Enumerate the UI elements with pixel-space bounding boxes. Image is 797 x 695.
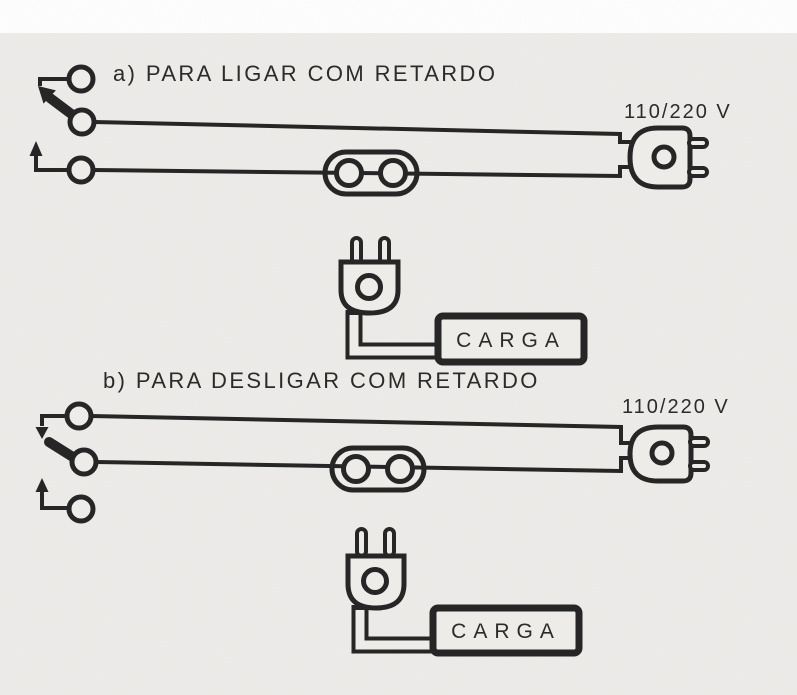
mains-plug-a: 110/220 V [624,101,732,190]
mains-plug-b-prong-bottom [688,460,710,472]
switch-a-up-arrow-icon [29,141,43,156]
section-a: a) PARA LIGAR COM RETARDO 110/220 V [29,61,732,366]
mains-plug-b-prong-top [688,436,710,448]
section-b: b) PARA DESLIGAR COM RETARDO 110/220 V [35,368,730,657]
mains-plug-b-screw [649,440,675,466]
switch-a-terminal-middle [67,107,97,137]
switch-a-terminal-bottom [66,155,96,185]
load-label-a: CARGA [456,329,566,352]
section-a-title: a) PARA LIGAR COM RETARDO [113,61,497,86]
switch-b-terminal-middle [69,447,99,477]
switch-b-spring-wire [40,490,69,510]
load-plug-a-screw [355,273,383,301]
mains-plug-b: 110/220 V [622,396,730,484]
switch-b [35,401,99,524]
mains-plug-a-prong-bottom [687,166,709,178]
load-box-a [434,312,588,366]
switch-a-blade-arrowhead-icon [38,86,56,104]
line-wire-b-top [90,414,632,445]
load-assembly-a: CARGA [338,236,588,366]
mains-plug-a-prong-top [687,137,709,149]
switch-b-terminal-bottom [66,494,96,524]
socket-b-hole-right [385,454,415,484]
voltage-label-a: 110/220 V [624,101,732,123]
line-wire-a-top [93,120,633,144]
load-assembly-b: CARGA [345,527,583,657]
switch-a-terminal-top [66,64,96,94]
load-box-b [429,604,583,657]
socket-a-hole-right [378,158,408,188]
load-plug-b-screw [361,567,389,595]
switch-a-pole-wire [38,77,67,86]
switch-b-pole-wire [40,414,67,426]
switch-a-spring-wire [34,154,69,172]
switch-b-up-arrow-icon [35,478,49,492]
socket-a-hole-left [334,158,364,188]
load-cable-a [349,315,440,356]
load-label-b: CARGA [451,620,561,643]
mains-plug-a-screw [651,144,677,170]
switch-b-terminal-top [64,401,94,431]
load-plug-b-prong-right [383,527,396,558]
switch-a-blade [45,93,79,121]
section-b-title: b) PARA DESLIGAR COM RETARDO [103,368,540,393]
voltage-label-b: 110/220 V [622,396,730,418]
load-cable-b [355,610,435,650]
load-plug-b-prong-left [355,527,368,558]
switch-b-down-arrow-icon [35,427,49,439]
socket-b-hole-left [341,454,371,484]
switch-a [29,64,97,185]
